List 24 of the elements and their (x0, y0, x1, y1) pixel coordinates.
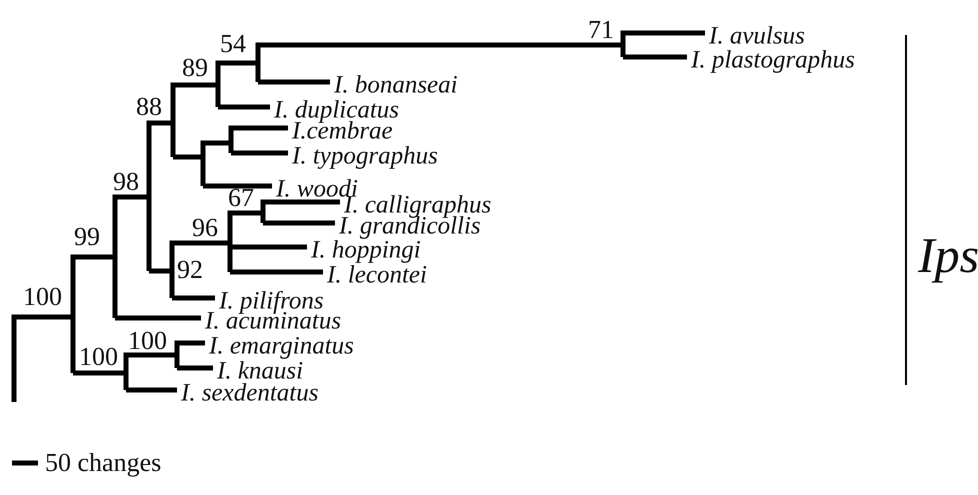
taxon-name: I. plastographus (691, 48, 855, 72)
bootstrap-value: 100 (23, 284, 62, 310)
bootstrap-value: 67 (228, 185, 254, 211)
taxon-name: I. sexdentatus (181, 380, 318, 406)
taxon-name: I. avulsus (709, 24, 805, 48)
bootstrap-value: 96 (192, 215, 218, 241)
bootstrap-value: 100 (79, 344, 118, 370)
taxon-name: I. duplicatus (274, 98, 399, 122)
bootstrap-value: 71 (588, 17, 614, 43)
taxon-name: I. knausi (217, 358, 304, 384)
taxon-name: I. emarginatus (209, 334, 354, 358)
scale-label: 50 changes (45, 450, 162, 476)
taxon-name: I. hoppingi (311, 238, 421, 262)
taxon-name: I. lecontei (327, 262, 427, 288)
bootstrap-value: 88 (136, 94, 162, 120)
taxon-name: I. bonanseai (334, 72, 458, 98)
bootstrap-value: 54 (220, 31, 246, 57)
bootstrap-value: 98 (113, 169, 139, 195)
bootstrap-value: 100 (128, 328, 167, 354)
taxon-name: I. typographus (292, 144, 438, 168)
taxon-name: I. pilifrons (219, 288, 324, 314)
bootstrap-value: 92 (177, 257, 203, 283)
bootstrap-value: 89 (182, 55, 208, 81)
bootstrap-value: 99 (74, 224, 100, 250)
